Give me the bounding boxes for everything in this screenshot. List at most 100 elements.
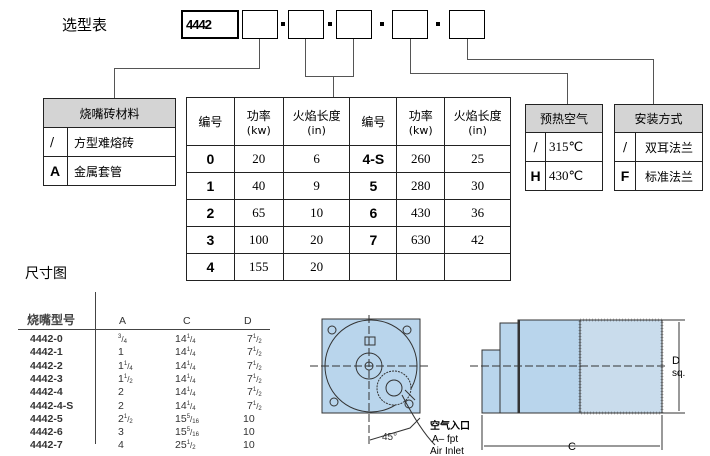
dimension-c: 141/4 [175, 386, 196, 399]
selection-table-title: 选型表 [62, 16, 108, 34]
fraction-slash: / [256, 361, 259, 371]
numerator: 1 [252, 373, 257, 380]
code-cell: 0 [186, 145, 235, 173]
whole: 1 [118, 346, 124, 359]
fraction-slash: / [190, 441, 193, 451]
flame-length-in-cell: 25 [444, 145, 511, 173]
table-row: /双耳法兰 [614, 132, 703, 162]
air-inlet-en-label: Air Inlet [430, 446, 464, 456]
numerator: 1 [123, 413, 128, 420]
dimension-model: 4442-4-S [30, 399, 74, 412]
flame-length-in-cell: 10 [282, 199, 351, 227]
denominator: 4 [123, 339, 127, 345]
whole: 1 [118, 359, 124, 372]
model-prefix-box: 4442 [181, 10, 239, 39]
code-box-size-1 [288, 10, 324, 39]
column-header-label: 功率 [246, 108, 271, 123]
code-cell: 3 [186, 226, 235, 254]
whole: 14 [175, 386, 187, 399]
dimension-a: 3/4 [118, 333, 127, 346]
dash [281, 22, 285, 26]
whole: 14 [175, 346, 187, 359]
denominator: 4 [192, 352, 196, 359]
numerator: 1 [123, 373, 128, 380]
material-label: 方型难熔砖 [67, 127, 176, 157]
dimension-d: 71/2 [247, 386, 262, 399]
preheat-label: 430℃ [545, 161, 603, 191]
power-kw-cell: 630 [396, 226, 446, 254]
power-kw-cell: 20 [233, 145, 284, 173]
dimension-model: 4442-5 [30, 412, 63, 425]
code-box-preheat [392, 10, 428, 39]
fraction-slash: / [121, 335, 124, 344]
code-cell: 5 [349, 172, 398, 200]
dimension-c: 141/4 [175, 346, 196, 359]
dash [380, 22, 384, 26]
fraction-slash: / [190, 374, 193, 384]
flame-length-in-cell: 42 [444, 226, 511, 254]
flame-length-in-cell: 20 [282, 226, 351, 254]
denominator: 16 [192, 418, 199, 425]
power-kw-cell: 155 [233, 253, 284, 281]
dimension-d: 10 [243, 426, 255, 439]
whole: 14 [175, 372, 187, 385]
dimension-a: 1 [118, 346, 124, 359]
fraction-slash: / [190, 335, 193, 344]
whole: 7 [247, 372, 253, 385]
code-cell: 2 [186, 199, 235, 227]
whole: 10 [243, 412, 255, 425]
code-box-material [242, 10, 278, 39]
column-header: 编号 [186, 97, 235, 146]
fraction-slash: / [127, 361, 130, 371]
preheat-code: / [525, 132, 546, 162]
dimension-c: 141/4 [175, 333, 196, 346]
denominator: 4 [129, 365, 133, 372]
fraction-slash: / [190, 348, 193, 358]
power-kw-cell: 65 [233, 199, 284, 227]
whole: 2 [118, 412, 124, 425]
fraction-slash: / [190, 401, 193, 411]
numerator: 1 [186, 347, 191, 354]
denominator: 16 [192, 432, 199, 439]
material-code: A [43, 156, 68, 186]
mount-label: 标准法兰 [635, 161, 703, 191]
denominator: 2 [129, 378, 133, 385]
dash [436, 22, 440, 26]
numerator: 1 [252, 360, 257, 367]
preheat-header: 预热空气 [525, 104, 603, 133]
fraction-slash: / [256, 388, 259, 398]
dimension-c: 141/4 [175, 400, 196, 413]
header-c: C [183, 315, 191, 327]
side-view [470, 318, 685, 450]
denominator: 2 [192, 445, 196, 452]
denominator: 4 [192, 392, 196, 399]
mount-header: 安装方式 [614, 104, 703, 133]
dimension-a: 4 [118, 439, 124, 452]
numerator: 1 [186, 387, 191, 394]
air-inlet-cn-label: 空气入口 [430, 419, 470, 432]
dimension-a: 2 [118, 386, 124, 399]
denominator: 2 [258, 378, 262, 385]
dimensions-title: 尺寸图 [25, 266, 67, 282]
numerator: 3 [118, 334, 122, 340]
numerator: 1 [186, 334, 191, 340]
denominator: 2 [129, 418, 133, 425]
c-label: C [568, 441, 576, 453]
table-row: /315℃ [525, 132, 603, 162]
dimension-a: 2 [118, 400, 124, 413]
fraction-slash: / [190, 361, 193, 371]
denominator: 2 [258, 405, 262, 412]
dimension-d: 10 [243, 413, 255, 426]
d-sq-label: sq. [672, 368, 685, 379]
numerator: 1 [123, 360, 128, 367]
whole: 3 [118, 426, 124, 439]
denominator: 4 [192, 339, 196, 345]
whole: 10 [243, 439, 255, 452]
code-cell: 1 [186, 172, 235, 200]
numerator: 1 [186, 440, 191, 447]
dimension-d: 71/2 [247, 346, 262, 359]
whole: 14 [175, 333, 187, 345]
